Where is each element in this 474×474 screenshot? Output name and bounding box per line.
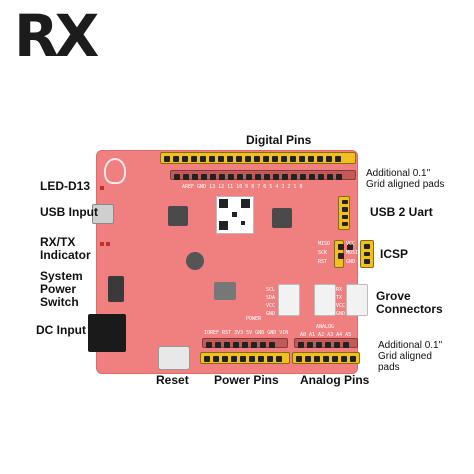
rx-led	[100, 242, 104, 246]
label-usb-input: USB Input	[40, 205, 98, 219]
usb-uart-header	[338, 196, 350, 230]
power-switch	[108, 276, 124, 302]
icsp-header	[334, 240, 353, 268]
dc-input-jack	[88, 314, 126, 352]
analog-pin-silkscreen: A0 A1 A2 A3 A4 A5	[300, 332, 352, 338]
board	[96, 150, 358, 374]
icsp-silk-left: MISO SCK RST	[318, 241, 331, 265]
power-silk-label: POWER	[246, 316, 262, 322]
reset-button	[158, 346, 190, 370]
analog-silk-label: ANALOG	[316, 324, 335, 330]
label-system-power-switch: System Power Switch	[40, 269, 83, 309]
board-flame-logo	[104, 158, 126, 184]
icsp-silk-right: VCC MOSI GND	[346, 241, 359, 265]
analog-pads	[294, 338, 358, 348]
grove-silk-right: RX TX VCC GND	[336, 287, 346, 317]
label-grove-connectors: Grove Connectors	[376, 289, 443, 316]
label-usb-uart: USB 2 Uart	[370, 205, 433, 219]
grid-pads-top	[170, 170, 356, 180]
led-d13	[100, 186, 104, 190]
label-power-pins: Power Pins	[214, 373, 279, 387]
label-additional-pads-bottom: Additional 0.1" Grid aligned pads	[378, 340, 443, 373]
label-analog-pins: Analog Pins	[300, 373, 370, 387]
grove-silk-left: SCL SDA VCC GND	[266, 287, 276, 317]
label-rxtx-indicator: RX/TX Indicator	[40, 235, 91, 262]
icsp-pads	[360, 240, 374, 268]
power-pads	[202, 338, 288, 348]
label-icsp: ICSP	[380, 247, 409, 261]
tx-led	[106, 242, 110, 246]
label-reset: Reset	[156, 373, 189, 387]
qr-code	[216, 196, 254, 234]
usb-input-connector	[92, 204, 114, 224]
power-pin-silkscreen: IOREF RST 3V3 5V GND GND VIN	[204, 330, 289, 336]
label-digital-pins: Digital Pins	[246, 133, 312, 147]
digital-pins-header	[160, 152, 356, 164]
logo: RX	[14, 2, 99, 70]
regulator-chip	[214, 282, 236, 300]
main-mcu-chip	[272, 208, 292, 228]
grove-connector-1	[278, 284, 300, 316]
label-additional-pads-top: Additional 0.1" Grid aligned pads	[366, 168, 445, 190]
analog-pins-header	[292, 352, 360, 364]
usb-uart-chip	[168, 206, 188, 226]
grove-connector-3	[346, 284, 368, 316]
label-led-d13: LED-D13	[40, 179, 91, 193]
label-dc-input: DC Input	[36, 323, 86, 337]
top-pin-silkscreen: AREF GND 13 12 11 10 9 8 7 6 5 4 3 2 1 0	[182, 184, 303, 190]
capacitor	[186, 252, 204, 270]
grove-connector-2	[314, 284, 336, 316]
power-pins-header	[200, 352, 290, 364]
